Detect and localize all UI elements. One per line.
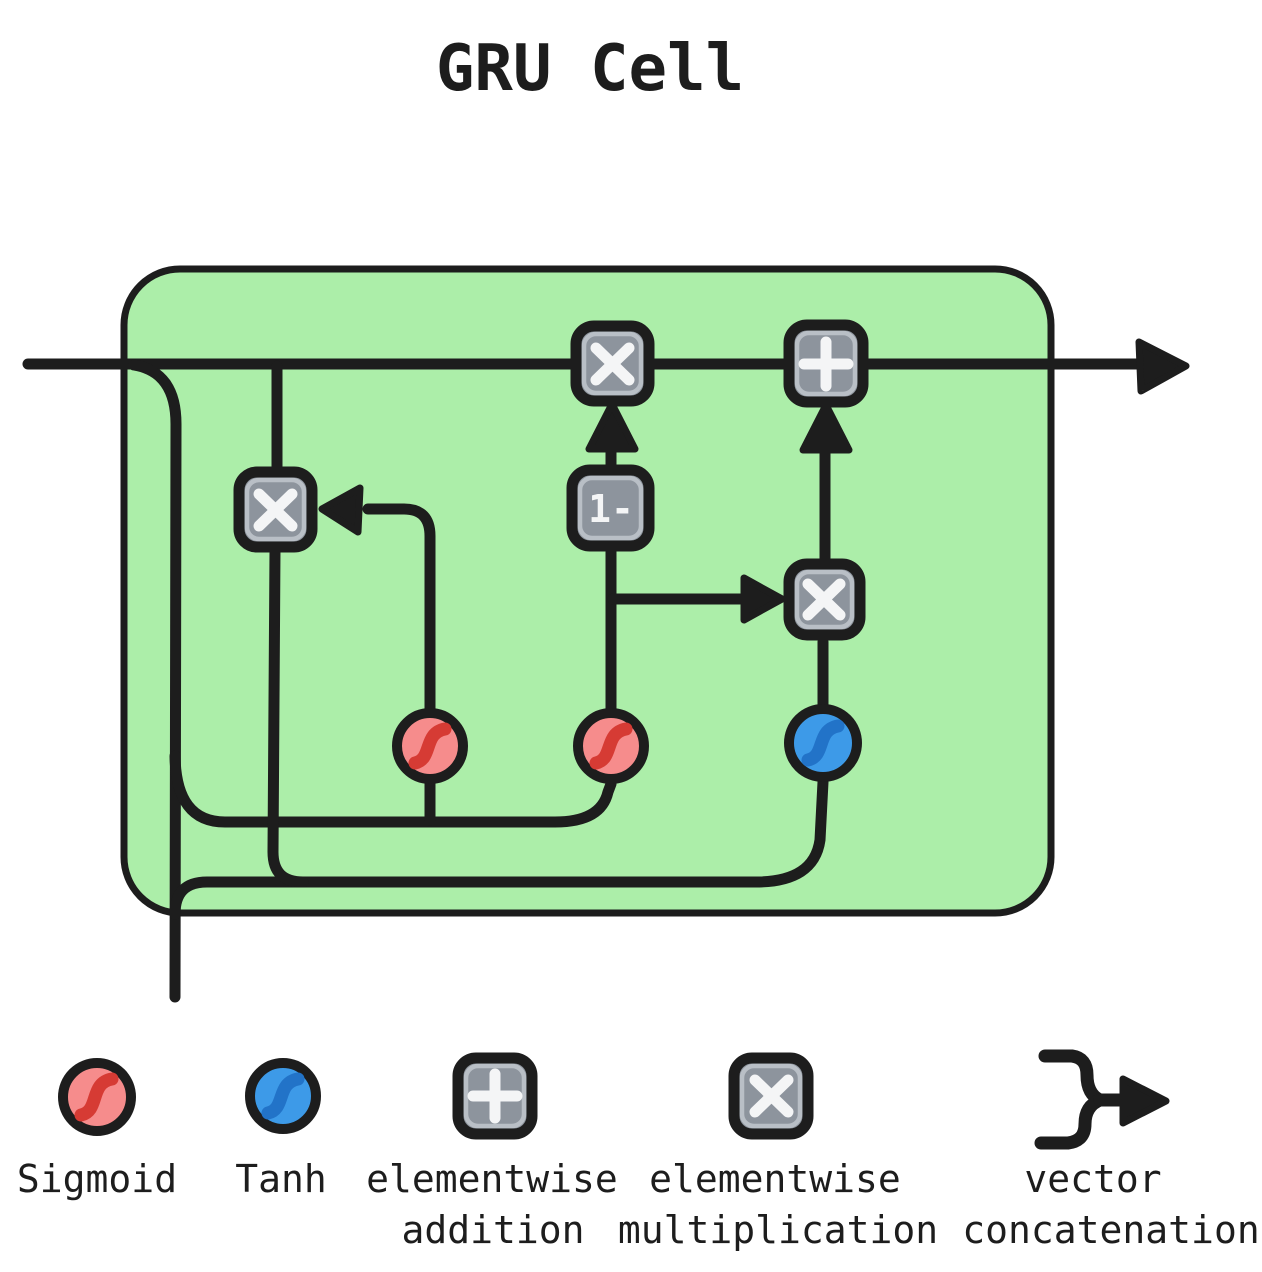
output-arrowhead <box>1135 338 1190 395</box>
legend-label: elementwise <box>649 1157 901 1201</box>
tanh-icon <box>801 719 845 767</box>
legend-label: Tanh <box>235 1157 327 1201</box>
multiply-icon <box>749 1074 794 1118</box>
legend-label: addition <box>401 1208 584 1252</box>
legend-label: elementwise <box>366 1157 618 1201</box>
input-concat-line <box>128 359 182 1003</box>
legend-item-tanh: Tanh <box>235 1058 327 1201</box>
plus-icon <box>467 1068 523 1124</box>
plus-icon <box>798 336 854 392</box>
update-branch-arrowhead <box>740 574 786 624</box>
legend-label: vector <box>1024 1157 1161 1201</box>
multiply-icon <box>253 488 298 532</box>
candidate-tanh-node <box>784 704 862 782</box>
sigmoid-icon <box>408 722 452 770</box>
legend-label: multiplication <box>618 1208 938 1252</box>
update-sigmoid-node <box>573 708 649 784</box>
reset-sigmoid-arrow-line <box>362 503 436 714</box>
legend-item-vector-concatenation: vector concatenation <box>962 1049 1260 1252</box>
legend-label: concatenation <box>962 1208 1259 1252</box>
legend: Sigmoid Tanh elementwise addition elemen… <box>17 1049 1260 1252</box>
one-minus-node: 1- <box>566 464 655 552</box>
candidate-arrowhead <box>799 401 853 454</box>
reset-output-line <box>267 544 309 888</box>
candidate-multiply-node <box>783 558 866 641</box>
reset-sigmoid-node <box>392 708 468 784</box>
vector-concatenation-icon <box>1034 1049 1170 1150</box>
legend-item-elementwise-addition: elementwise addition <box>366 1052 618 1252</box>
reset-arrowhead <box>318 484 364 536</box>
one-minus-label: 1- <box>588 487 634 531</box>
reset-multiply-node <box>233 466 318 553</box>
tanh-icon <box>261 1072 305 1120</box>
concat-bus-line-2 <box>169 776 829 920</box>
update-multiply-node <box>570 320 655 407</box>
legend-item-elementwise-multiplication: elementwise multiplication <box>618 1052 938 1252</box>
wires <box>22 358 1146 1003</box>
legend-item-sigmoid: Sigmoid <box>17 1058 177 1201</box>
arrowheads <box>318 338 1190 624</box>
legend-label: Sigmoid <box>17 1157 177 1201</box>
multiply-icon <box>590 342 635 386</box>
sigmoid-icon <box>74 1072 119 1122</box>
page-title: GRU Cell <box>436 32 744 106</box>
add-node <box>783 319 869 408</box>
concat-bus-line-1 <box>169 750 617 828</box>
sigmoid-icon <box>589 722 633 770</box>
multiply-icon <box>802 578 846 621</box>
one-minus-arrowhead <box>585 400 639 453</box>
